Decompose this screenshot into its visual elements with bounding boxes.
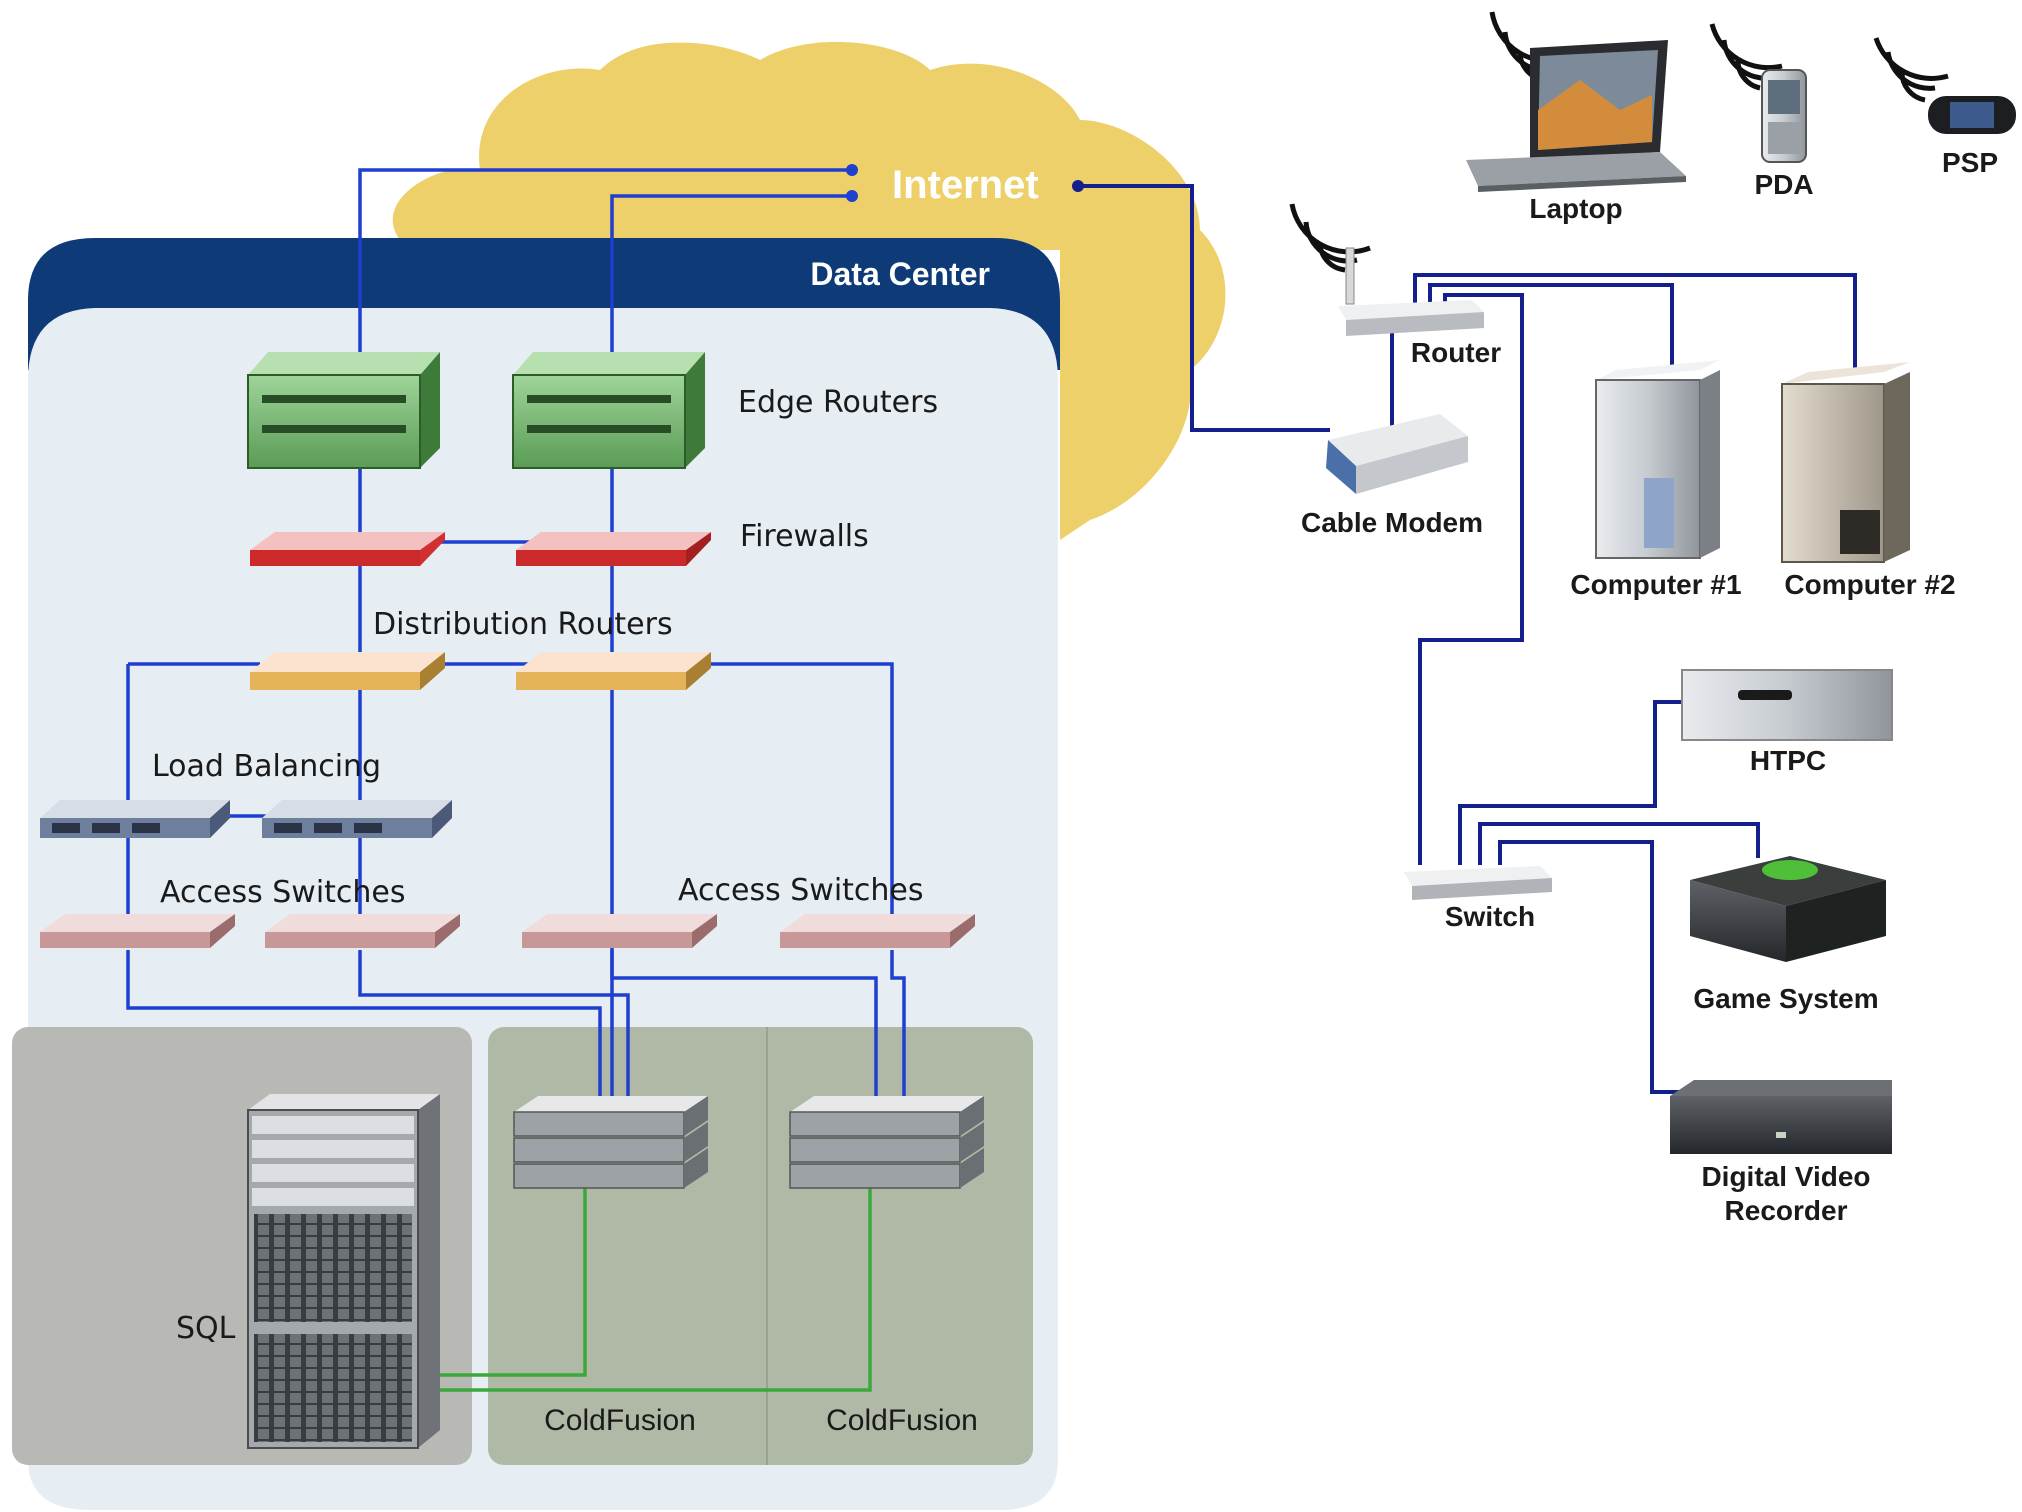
htpc-icon [1681,669,1893,741]
access-switches-right-label: Access Switches [678,873,924,908]
edge-router-1 [247,352,440,469]
computer-2-label: Computer #2 [1784,569,1955,600]
cable-modem-icon [1326,414,1468,494]
wifi-signal-icon [1289,203,1371,273]
edge-router-2 [512,352,705,469]
access-switches-left-label: Access Switches [160,875,406,910]
computer-1-label: Computer #1 [1570,569,1741,600]
coldfusion-zone [488,1027,1033,1465]
computer-1-icon [1595,360,1720,559]
distribution-router-2 [516,652,711,690]
data-center-links [126,164,906,1130]
router-label: Router [1411,337,1501,368]
game-system-label: Game System [1693,983,1878,1014]
internet-label: Internet [892,163,1039,207]
psp-label: PSP [1942,147,1998,178]
sql-label: SQL [176,1311,236,1346]
distribution-routers-label: Distribution Routers [373,607,673,642]
dvr-label-line2: Recorder [1725,1195,1848,1226]
pda-label: PDA [1754,169,1813,200]
wifi-signal-icon [1873,37,1949,103]
pda-icon [1761,69,1807,163]
load-balancer-2 [262,800,452,838]
firewalls-label: Firewalls [740,519,869,554]
access-switch-3 [522,914,717,948]
firewall-2 [516,532,711,566]
firewall-1 [250,532,445,566]
game-system-icon [1690,856,1886,962]
load-balancing-label: Load Balancing [152,749,381,784]
distribution-router-1 [250,652,445,690]
sql-server-rack [247,1094,440,1449]
coldfusion-2-label: ColdFusion [826,1404,978,1437]
dvr-icon [1670,1080,1892,1154]
switch-label: Switch [1445,901,1535,932]
laptop-label: Laptop [1529,193,1622,224]
computer-2-icon [1781,362,1910,563]
home-router-icon [1338,247,1484,336]
access-switch-1 [40,914,235,948]
access-switch-4 [780,914,975,948]
internet-cloud [392,41,1226,541]
home-switch-icon [1404,866,1552,900]
data-center-title: Data Center [810,256,990,292]
coldfusion-1-label: ColdFusion [544,1404,696,1437]
coldfusion-server-stack-1 [513,1096,708,1189]
laptop-icon [1466,40,1686,192]
dvr-label-line1: Digital Video [1701,1161,1870,1192]
storage-links [440,1175,872,1392]
access-switch-2 [265,914,460,948]
load-balancer-1 [40,800,230,838]
edge-routers-label: Edge Routers [738,385,938,420]
home-network-links [1072,180,1857,1094]
cable-modem-label: Cable Modem [1301,507,1483,538]
htpc-label: HTPC [1750,745,1826,776]
coldfusion-server-stack-2 [789,1096,984,1189]
psp-icon [1928,96,2016,134]
